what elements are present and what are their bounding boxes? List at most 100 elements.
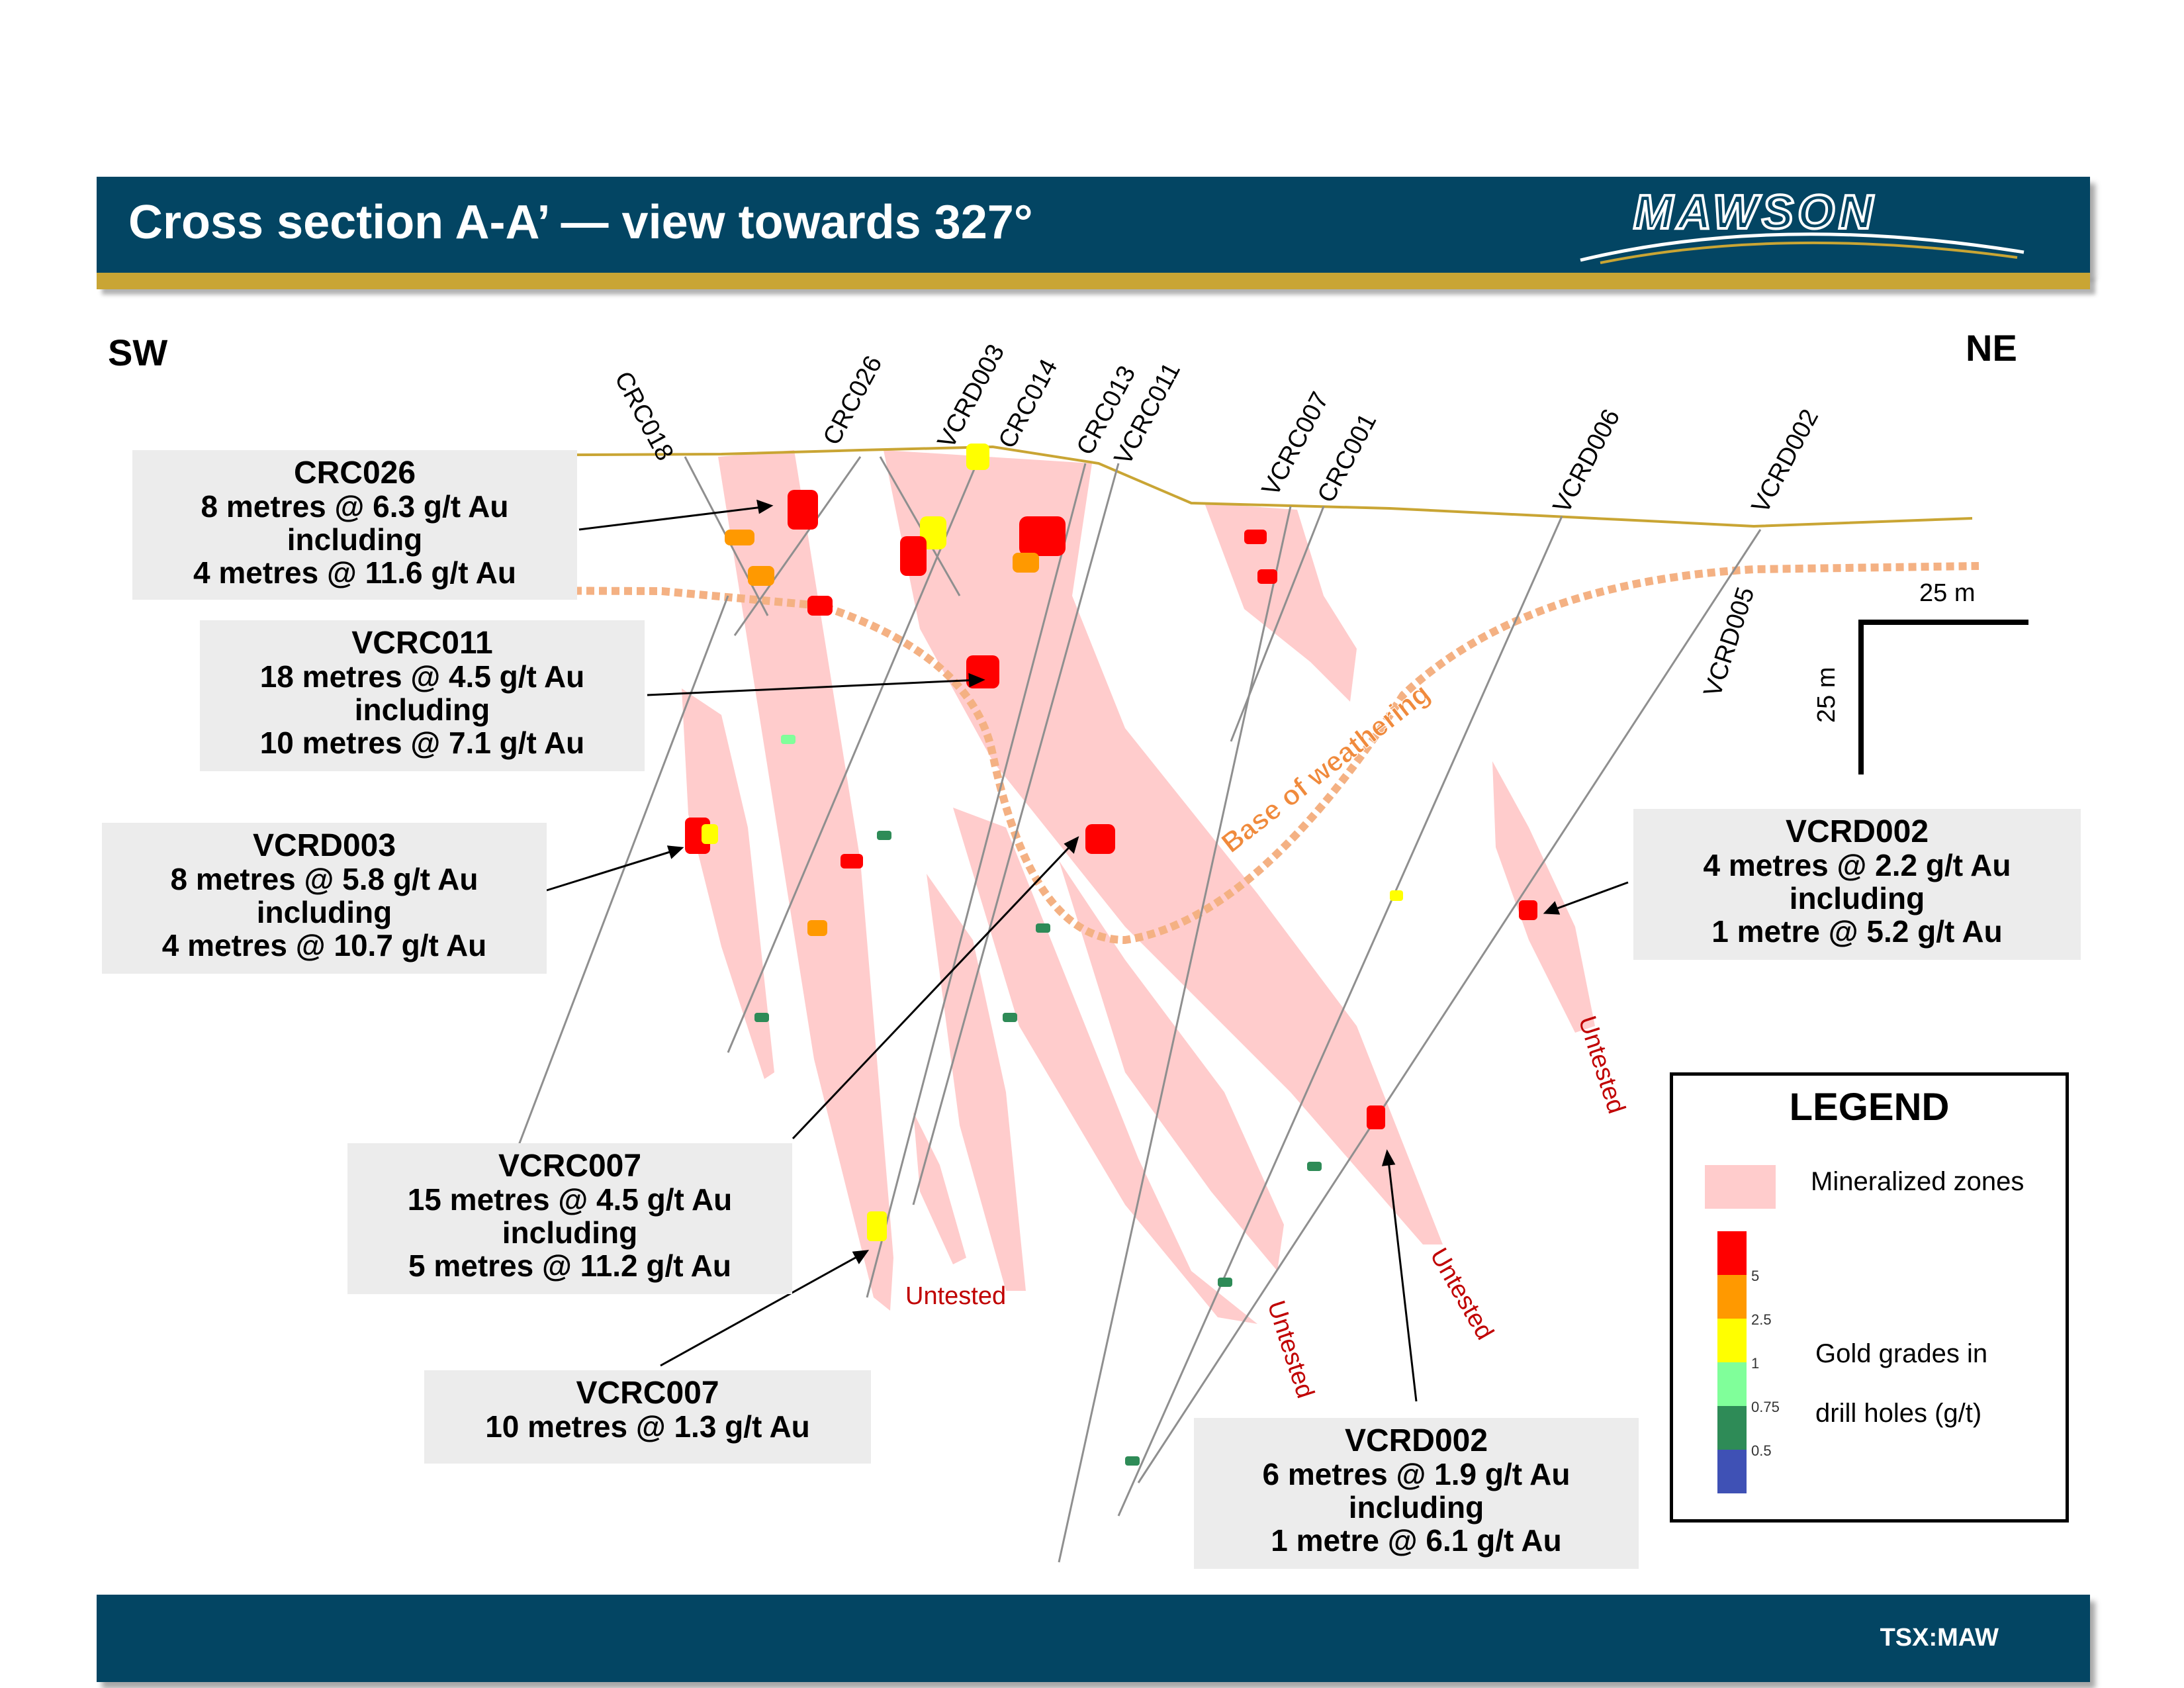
callout-line: 18 metres @ 4.5 g/t Au	[259, 659, 585, 694]
legend-grade-scale	[1717, 1231, 1747, 1496]
scale-bar	[1858, 620, 2028, 774]
callout-arrows	[546, 499, 1629, 1402]
mineralized-zone	[953, 808, 1257, 1324]
callout-hole: VCRC007	[498, 1149, 642, 1184]
callout-hole: CRC026	[293, 455, 416, 491]
assay-marker	[1085, 824, 1115, 854]
grade-swatch	[1717, 1450, 1747, 1493]
callout-line: 15 metres @ 4.5 g/t Au	[407, 1182, 733, 1217]
callout-line: 1 metre @ 5.2 g/t Au	[1711, 914, 2003, 949]
drill-hole-trace	[1058, 506, 1292, 1563]
callout-arrow	[1387, 1154, 1418, 1402]
direction-sw: SW	[108, 332, 168, 373]
callout-hole: VCRD003	[252, 828, 396, 863]
drill-hole-trace	[733, 456, 862, 636]
legend-box: LEGEND Mineralized zones 5 2.5 1 0.75 0.…	[1670, 1072, 2069, 1523]
assay-marker	[1244, 530, 1267, 544]
untested-label: Untested	[905, 1282, 1006, 1310]
assay-marker	[877, 831, 891, 840]
assay-marker	[1003, 1013, 1017, 1022]
callout-line: 10 metres @ 7.1 g/t Au	[259, 726, 585, 760]
assay-marker	[1257, 569, 1277, 584]
drill-hole-trace	[1137, 529, 1762, 1483]
callout-hole: VCRC007	[576, 1376, 719, 1411]
assay-marker	[900, 536, 927, 576]
assay-marker	[966, 444, 989, 470]
callout-hole: VCRD002	[1344, 1423, 1488, 1458]
drill-hole-label: VCRD006	[1548, 404, 1625, 518]
drill-hole-trace	[727, 456, 981, 1053]
callout-line: 4 metres @ 2.2 g/t Au	[1703, 848, 2011, 882]
assay-marker	[1367, 1105, 1385, 1129]
svg-text:MAWSON: MAWSON	[1633, 186, 1877, 239]
grade-tick: 1	[1751, 1355, 1760, 1372]
callout-line: 1 metre @ 6.1 g/t Au	[1271, 1523, 1562, 1558]
grade-tick: 0.75	[1751, 1399, 1780, 1415]
assay-marker	[807, 596, 833, 616]
drill-hole-trace	[866, 463, 1087, 1298]
ground-surface-line	[158, 445, 1973, 528]
callout-line: including	[1789, 881, 1925, 915]
drill-hole-label: CRC001	[1312, 409, 1383, 507]
assay-marker	[1218, 1278, 1232, 1287]
drill-hole-trace	[1117, 516, 1563, 1517]
legend-title: LEGEND	[1789, 1086, 1950, 1129]
assay-marker	[807, 920, 827, 936]
callout-vcrd002-b: VCRD002 6 metres @ 1.9 g/t Au including …	[1194, 1418, 1639, 1569]
drill-hole-label: CRC014	[993, 355, 1064, 453]
callout-line: 4 metres @ 11.6 g/t Au	[193, 555, 516, 590]
grade-tick: 5	[1751, 1268, 1760, 1284]
page-title: Cross section A-A’ — view towards 327°	[128, 196, 1033, 249]
assay-marker	[1519, 900, 1537, 920]
callout-arrow	[578, 505, 768, 531]
callout-line: including	[256, 895, 392, 929]
grade-swatch	[1717, 1406, 1747, 1450]
callout-vcrd002-a: VCRD002 4 metres @ 2.2 g/t Au including …	[1633, 809, 2081, 960]
legend-mineralized-label: Mineralized zones	[1811, 1167, 2025, 1196]
assay-marker	[867, 1211, 887, 1241]
drill-hole-trace	[912, 463, 1120, 1205]
scale-label-vertical: 25 m	[1813, 667, 1841, 723]
assay-marker	[725, 530, 754, 545]
legend-gold-line: drill holes (g/t)	[1815, 1399, 1982, 1428]
grade-swatch	[1717, 1231, 1747, 1275]
header-banner: Cross section A-A’ — view towards 327° M…	[97, 177, 2090, 273]
callout-line: including	[287, 522, 423, 557]
assay-marker	[1390, 890, 1403, 901]
assay-marker	[841, 854, 863, 868]
assay-marker	[1019, 516, 1066, 556]
callout-hole: VCRD002	[1785, 814, 1929, 849]
mineralized-zone	[1059, 861, 1284, 1271]
assay-marker	[702, 824, 718, 844]
assay-marker	[920, 516, 946, 549]
legend-gold-label: Gold grades in drill holes (g/t)	[1815, 1324, 1987, 1443]
callout-vcrc007-b: VCRC007 10 metres @ 1.3 g/t Au	[424, 1370, 871, 1464]
legend-mineralized-swatch	[1705, 1165, 1776, 1209]
mineralized-zone	[718, 450, 893, 1311]
base-of-weathering-line	[158, 562, 1979, 945]
callout-vcrc011: VCRC011 18 metres @ 4.5 g/t Au including…	[200, 620, 645, 771]
drill-hole-label: VCRD005	[1699, 584, 1760, 700]
drill-hole-label: VCRD002	[1747, 404, 1824, 518]
mineralized-zone	[1205, 503, 1357, 702]
base-of-weathering-label: Base of weathering	[1216, 677, 1435, 859]
callout-line: 8 metres @ 6.3 g/t Au	[201, 489, 509, 524]
callout-arrow	[1548, 881, 1629, 913]
assay-marker	[1125, 1456, 1140, 1466]
mineralized-zone	[884, 450, 1443, 1244]
footer-banner: TSX:MAW	[97, 1595, 2090, 1682]
mineralized-zone	[1492, 761, 1595, 1033]
callout-hole: VCRC011	[351, 626, 493, 661]
callout-arrow	[647, 679, 980, 696]
drill-hole-trace	[1230, 506, 1325, 742]
assay-marker	[1036, 923, 1050, 933]
legend-gold-line: Gold grades in	[1815, 1339, 1988, 1368]
callout-line: including	[502, 1215, 638, 1250]
callout-line: 5 metres @ 11.2 g/t Au	[408, 1248, 731, 1283]
assay-marker	[788, 490, 818, 530]
mawson-logo: MAWSON	[1580, 186, 2025, 264]
callout-line: 10 metres @ 1.3 g/t Au	[485, 1409, 810, 1444]
callout-vcrc007-a: VCRC007 15 metres @ 4.5 g/t Au including…	[347, 1143, 792, 1294]
grade-tick: 2.5	[1751, 1311, 1772, 1328]
